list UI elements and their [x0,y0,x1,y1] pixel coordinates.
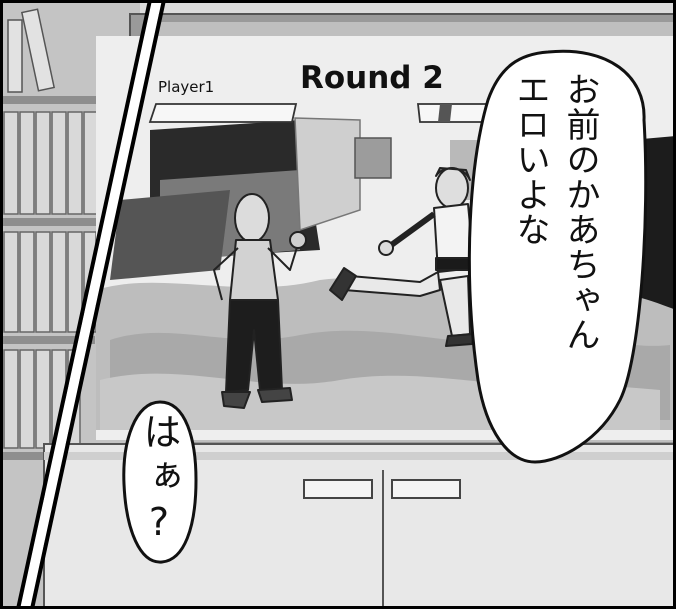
speech-bubble-right-line2: エロいよな [510,72,550,247]
speech-bubble-left [122,400,198,564]
panel-divider-right [30,0,166,609]
bald-fighter [213,193,307,409]
panel-gutter [20,0,162,609]
player1-label: Player1 [158,78,215,96]
speech-bubble-right [467,49,648,464]
panel-divider-left [16,0,152,609]
karate-fighter [329,167,475,347]
player1-health-bar [148,103,298,123]
round-label: Round 2 [300,60,444,96]
speech-bubble-left-text: はぁ? [137,412,181,550]
player2-health-bar [416,103,491,123]
speech-bubble-right-line1: お前のかあちゃん [560,72,600,352]
